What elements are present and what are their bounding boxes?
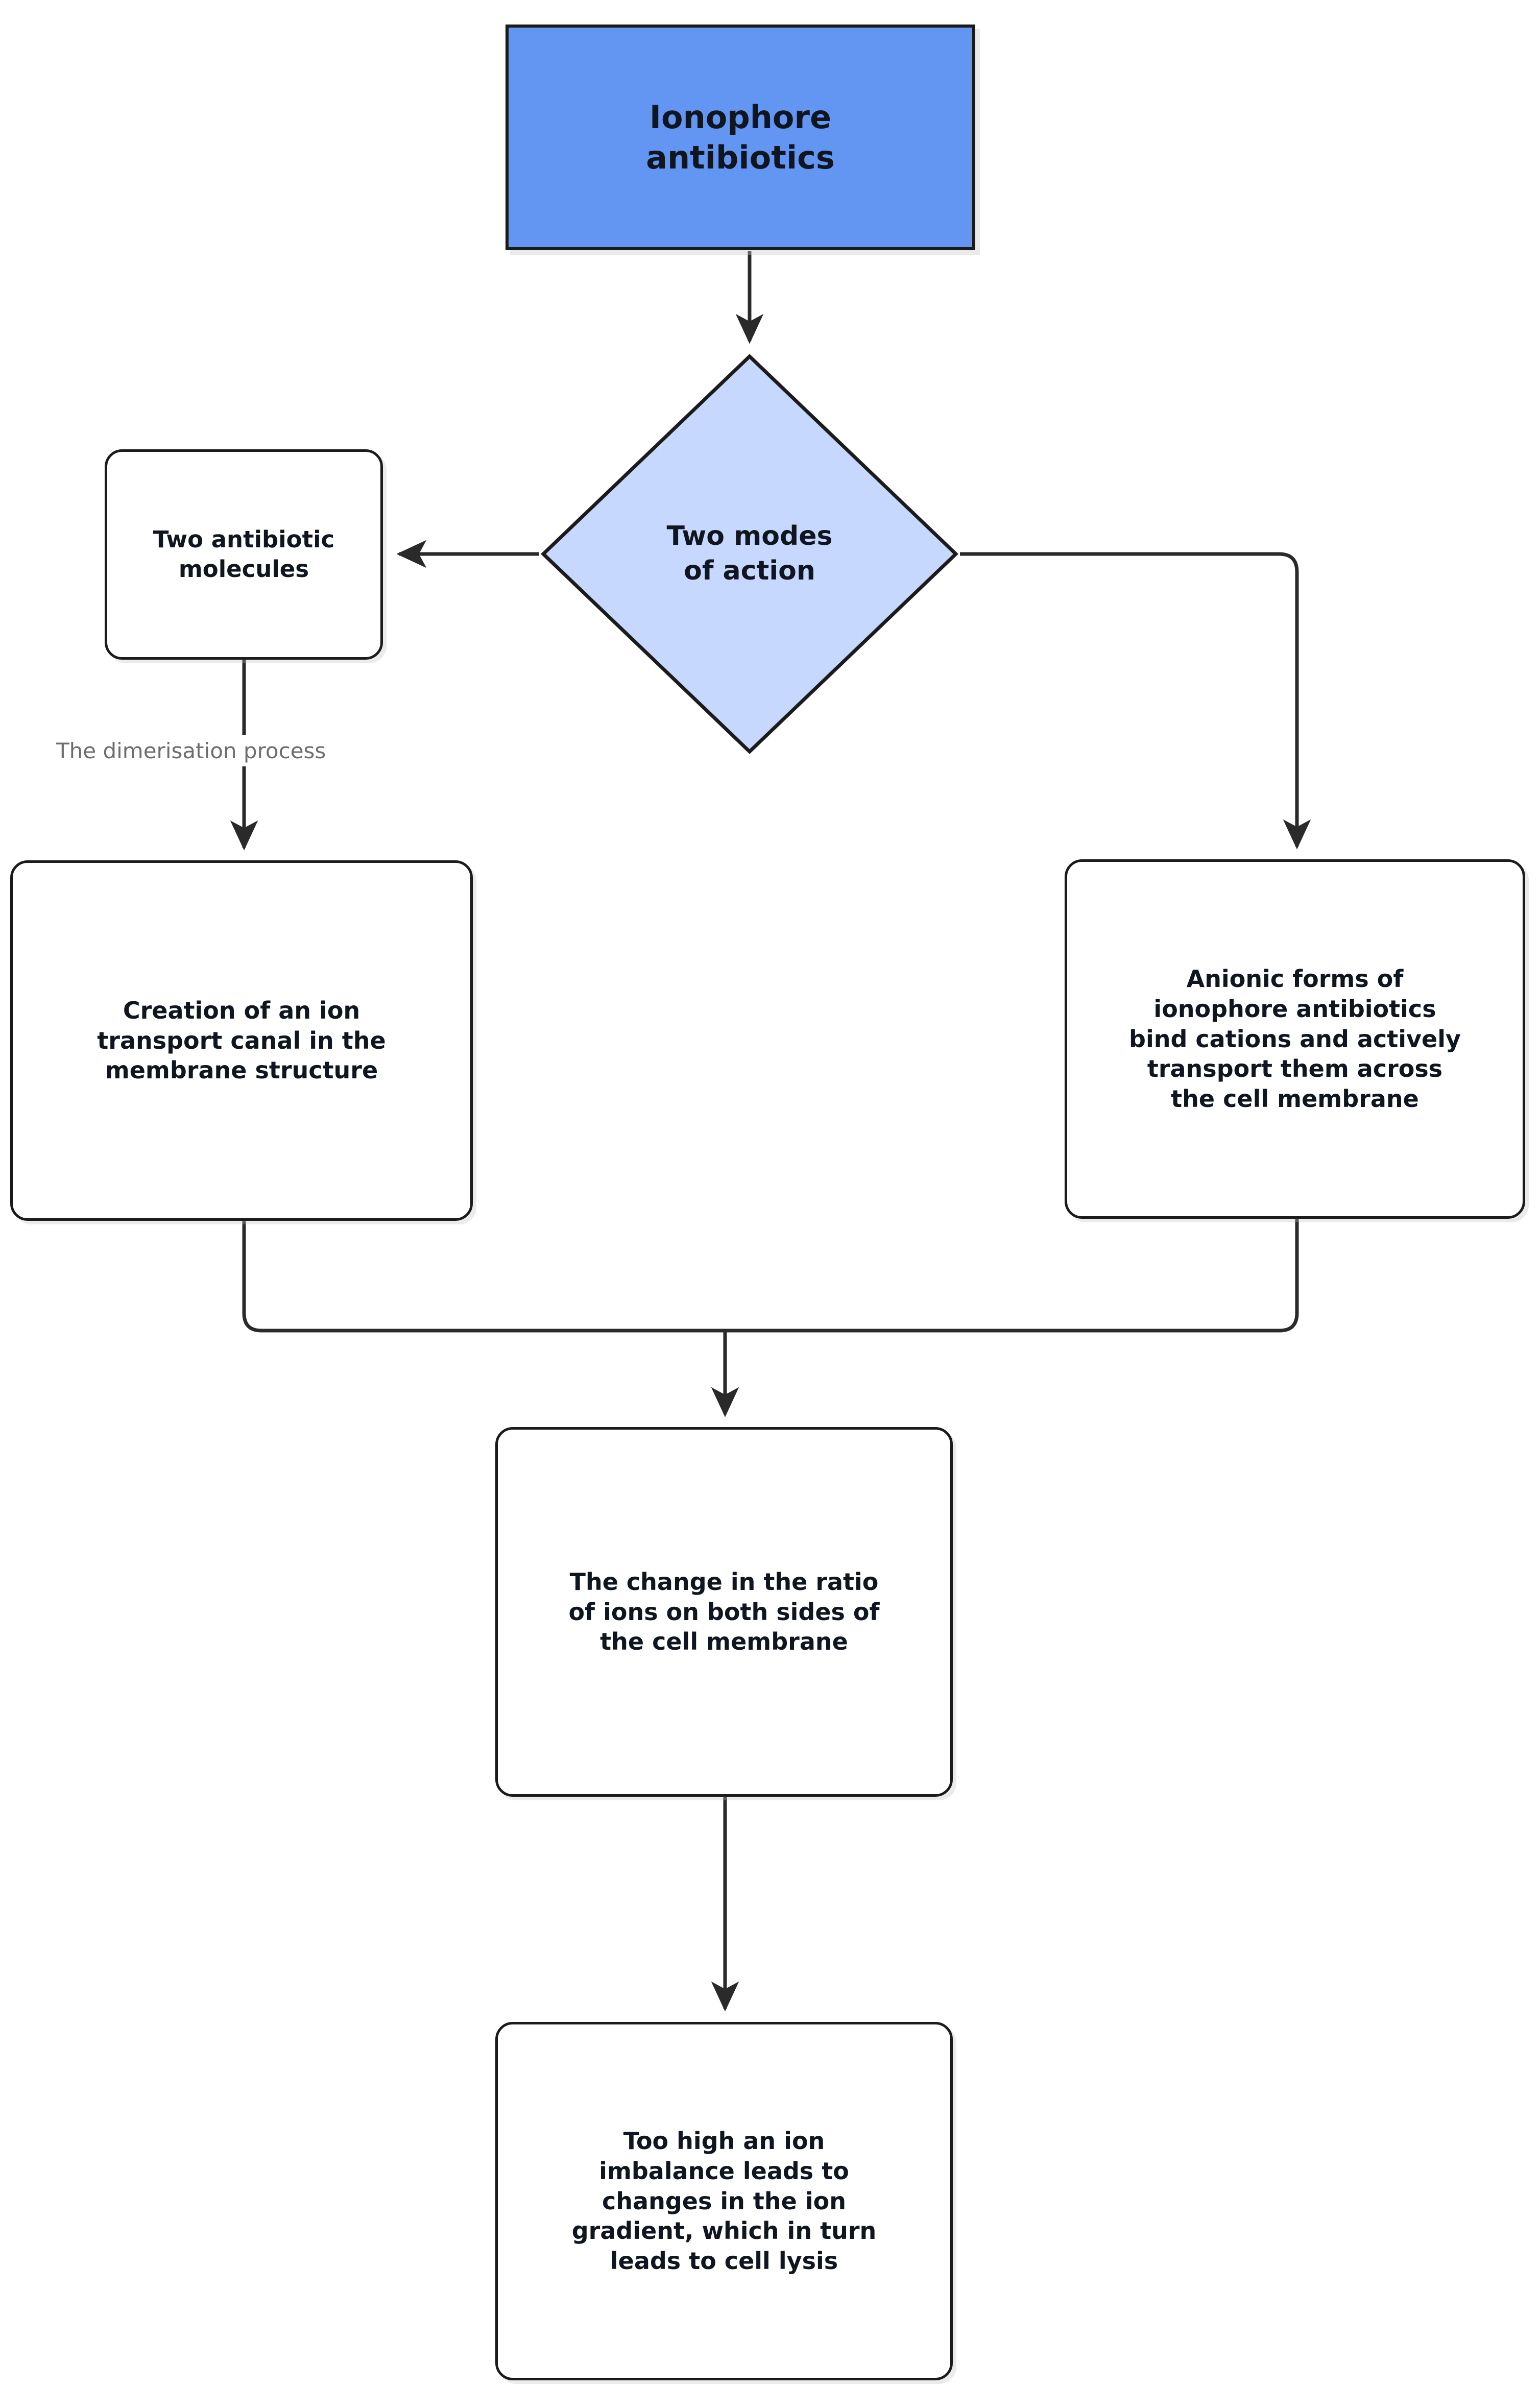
connector-anionic-to-merge <box>725 1219 1299 1333</box>
node-ion-ratio-change-label: The change in the ratio of ions on both … <box>568 1567 880 1656</box>
node-ionophore-antibiotics-label: Ionophore antibiotics <box>646 98 835 176</box>
node-ion-transport-canal-label: Creation of an ion transport canal in th… <box>97 996 386 1084</box>
connector-decision-to-anionic <box>960 552 1311 850</box>
node-cell-lysis[interactable]: Too high an ion imbalance leads to chang… <box>495 2022 953 2380</box>
node-cell-lysis-label: Too high an ion imbalance leads to chang… <box>571 2127 877 2275</box>
edge-label-dimerisation-process: The dimerisation process <box>50 735 332 766</box>
connector-canal-to-merge <box>242 1221 725 1333</box>
node-two-modes-of-action[interactable]: Two modes of action <box>540 353 959 755</box>
node-ion-transport-canal[interactable]: Creation of an ion transport canal in th… <box>10 860 473 1221</box>
node-anionic-forms-transport-label: Anionic forms of ionophore antibiotics b… <box>1129 964 1461 1113</box>
node-anionic-forms-transport[interactable]: Anionic forms of ionophore antibiotics b… <box>1065 859 1525 1219</box>
node-two-antibiotic-molecules-label: Two antibiotic molecules <box>153 526 335 583</box>
node-ionophore-antibiotics[interactable]: Ionophore antibiotics <box>506 25 975 250</box>
node-ion-ratio-change[interactable]: The change in the ratio of ions on both … <box>495 1427 953 1797</box>
node-two-modes-of-action-label: Two modes of action <box>666 521 833 586</box>
diamond-shape <box>540 354 959 754</box>
node-two-antibiotic-molecules[interactable]: Two antibiotic molecules <box>105 449 383 660</box>
